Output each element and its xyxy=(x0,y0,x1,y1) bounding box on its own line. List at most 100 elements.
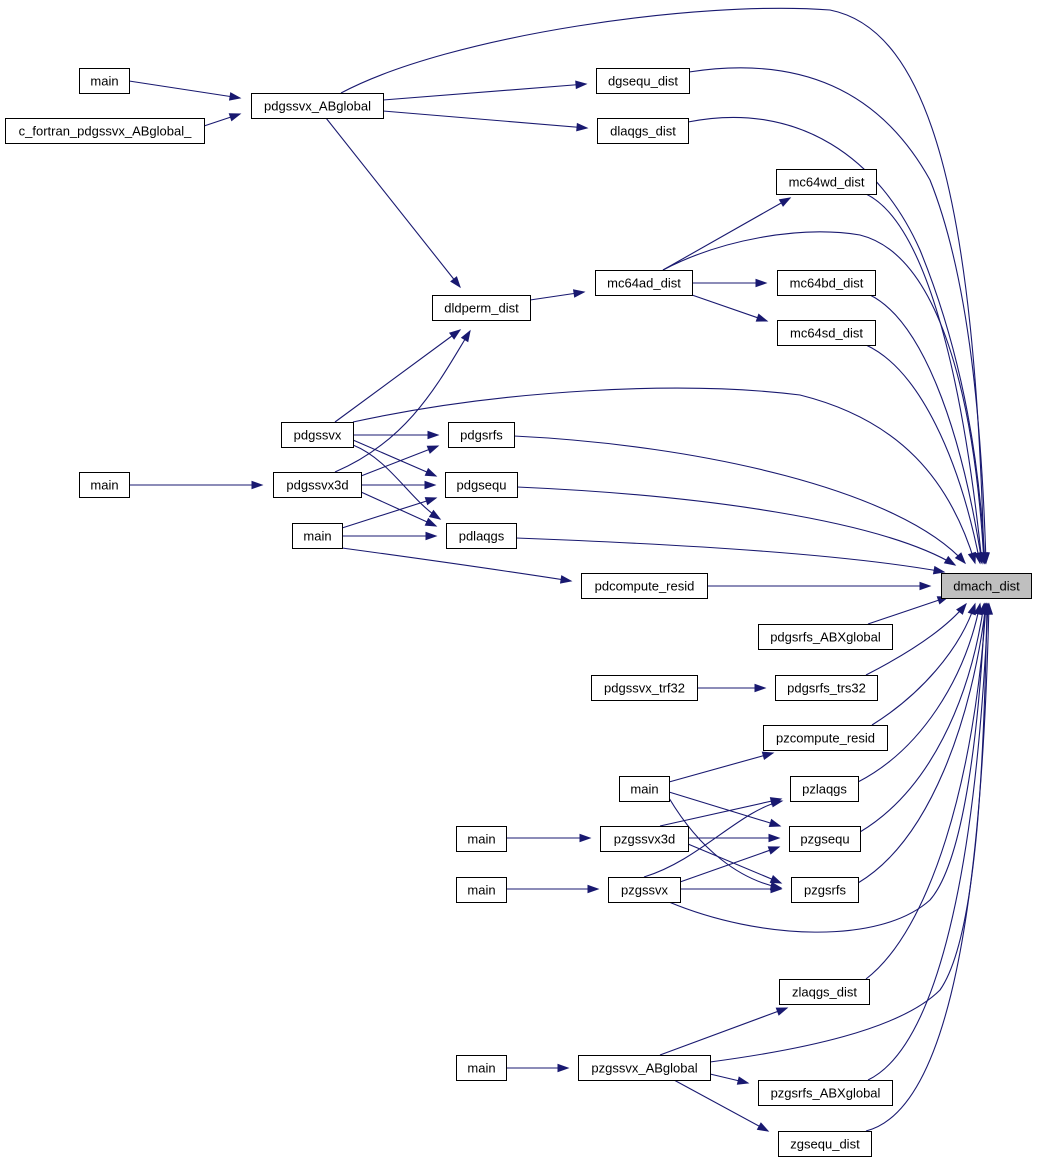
node-label: mc64ad_dist xyxy=(607,276,681,291)
edge-pdgssvx3d-to-pdgsequ xyxy=(361,480,437,490)
arrowhead-icon xyxy=(576,122,589,132)
node-pzgssvx[interactable]: pzgssvx xyxy=(608,877,681,903)
node-main[interactable]: main xyxy=(456,1055,507,1081)
node-box xyxy=(789,826,861,852)
edge-zlaqgs-to-dmach xyxy=(865,602,990,980)
edge-line xyxy=(673,1079,769,1132)
node-label: pzgssvx_ABglobal xyxy=(591,1061,697,1076)
edge-pdgssvxAB-to-dlaqgs xyxy=(382,110,589,132)
node-c-fortran-pdgssvx-abglobal-[interactable]: c_fortran_pdgssvx_ABglobal_ xyxy=(5,118,205,144)
edge-line xyxy=(865,344,981,564)
arrowhead-icon xyxy=(579,833,592,843)
edge-line xyxy=(859,603,985,833)
edge-dgsequ-to-dmach xyxy=(688,67,990,565)
node-pdgsrfs-trs32[interactable]: pdgsrfs_trs32 xyxy=(775,675,878,701)
arrowhead-icon xyxy=(768,833,781,843)
node-pdgsrfs-abxglobal[interactable]: pdgsrfs_ABXglobal xyxy=(758,624,893,650)
edge-line xyxy=(128,80,241,99)
node-pdcompute-resid[interactable]: pdcompute_resid xyxy=(581,573,708,599)
arrowhead-icon xyxy=(943,555,957,566)
node-zlaqgs-dist[interactable]: zlaqgs_dist xyxy=(779,979,870,1005)
node-pzgssvx-abglobal[interactable]: pzgssvx_ABglobal xyxy=(578,1055,711,1081)
node-main[interactable]: main xyxy=(456,877,507,903)
arrowhead-icon xyxy=(967,551,977,565)
node-main[interactable]: main xyxy=(292,523,343,549)
node-dldperm-dist[interactable]: dldperm_dist xyxy=(432,295,531,321)
node-box xyxy=(591,675,698,701)
arrowhead-icon xyxy=(557,1063,570,1073)
arrowhead-icon xyxy=(973,551,983,565)
node-box xyxy=(281,422,354,448)
edge-pdcompute-to-dmach xyxy=(707,581,932,591)
node-pdgssvx-trf32[interactable]: pdgssvx_trf32 xyxy=(591,675,698,701)
arrowhead-icon xyxy=(954,552,966,565)
node-label: pzgssvx3d xyxy=(614,832,675,847)
node-label: pzgsrfs_ABXglobal xyxy=(771,1086,881,1101)
edge-main2-to-pdgssvx3d xyxy=(129,480,264,490)
edge-main7-to-pzgssvxAB xyxy=(506,1063,570,1073)
node-pdgsequ[interactable]: pdgsequ xyxy=(445,472,518,498)
arrowhead-icon xyxy=(984,602,994,615)
node-pzcompute-resid[interactable]: pzcompute_resid xyxy=(763,725,888,751)
node-mc64bd-dist[interactable]: mc64bd_dist xyxy=(777,270,876,296)
arrowhead-icon xyxy=(754,683,767,693)
arrowhead-icon xyxy=(424,517,438,527)
node-box xyxy=(79,472,130,498)
node-pdgssvx3d[interactable]: pdgssvx3d xyxy=(273,472,362,498)
arrowhead-icon xyxy=(425,531,438,541)
edge-line xyxy=(352,444,441,520)
node-main[interactable]: main xyxy=(619,776,670,802)
node-pdgssvx[interactable]: pdgssvx xyxy=(281,422,354,448)
node-label: pzgsrfs xyxy=(804,883,846,898)
node-label: pdgsrfs_trs32 xyxy=(787,681,866,696)
node-pzgssvx3d[interactable]: pzgssvx3d xyxy=(600,826,689,852)
node-mc64sd-dist[interactable]: mc64sd_dist xyxy=(777,320,876,346)
node-label: pzgssvx xyxy=(621,883,668,898)
arrowhead-icon xyxy=(956,602,967,615)
node-main[interactable]: main xyxy=(456,826,507,852)
node-pzgsrfs[interactable]: pzgsrfs xyxy=(791,877,859,903)
node-label: pdgsequ xyxy=(457,478,507,493)
node-mc64ad-dist[interactable]: mc64ad_dist xyxy=(595,270,693,296)
edge-line xyxy=(668,791,781,827)
node-pzlaqgs[interactable]: pzlaqgs xyxy=(790,776,859,802)
node-pdgssvx-abglobal[interactable]: pdgssvx_ABglobal xyxy=(251,93,384,119)
arrowhead-icon xyxy=(768,818,782,828)
node-box xyxy=(581,573,708,599)
arrowhead-icon xyxy=(448,329,462,340)
edge-line xyxy=(334,330,471,473)
edge-dldperm-to-mc64ad xyxy=(529,289,586,301)
edge-line xyxy=(687,843,782,884)
edge-pdgsrfsABX-to-dmach xyxy=(867,596,950,625)
node-box xyxy=(775,675,878,701)
edge-pzgssvx3d-to-pzgsrfs xyxy=(687,843,783,884)
arrowhead-icon xyxy=(587,884,600,894)
node-box xyxy=(791,877,859,903)
node-dgsequ-dist[interactable]: dgsequ_dist xyxy=(596,68,690,94)
node-dlaqgs-dist[interactable]: dlaqgs_dist xyxy=(597,118,689,144)
node-mc64wd-dist[interactable]: mc64wd_dist xyxy=(776,169,877,195)
node-pzgsequ[interactable]: pzgsequ xyxy=(789,826,861,852)
node-label: zgsequ_dist xyxy=(790,1137,860,1152)
arrowhead-icon xyxy=(428,509,442,520)
node-box xyxy=(597,118,689,144)
node-label: pdgssvx_trf32 xyxy=(604,681,685,696)
node-zgsequ-dist[interactable]: zgsequ_dist xyxy=(778,1131,872,1157)
node-pdlaqgs[interactable]: pdlaqgs xyxy=(446,523,517,549)
edge-line xyxy=(360,445,439,477)
edge-line xyxy=(857,603,981,783)
node-main[interactable]: main xyxy=(79,472,130,498)
arrowhead-icon xyxy=(932,565,946,575)
node-label: main xyxy=(303,529,331,544)
arrowhead-icon xyxy=(775,1007,789,1016)
edge-pzgsrfsABX-to-dmach xyxy=(867,602,992,1081)
edge-line xyxy=(662,197,791,271)
node-pdgsrfs[interactable]: pdgsrfs xyxy=(448,422,515,448)
node-pzgsrfs-abxglobal[interactable]: pzgsrfs_ABXglobal xyxy=(758,1080,893,1106)
node-label: dlaqgs_dist xyxy=(610,124,676,139)
arrowhead-icon xyxy=(919,581,932,591)
node-main[interactable]: main xyxy=(79,68,130,94)
node-dmach-dist[interactable]: dmach_dist xyxy=(941,573,1032,599)
edge-line xyxy=(325,117,461,288)
node-label: main xyxy=(90,478,118,493)
